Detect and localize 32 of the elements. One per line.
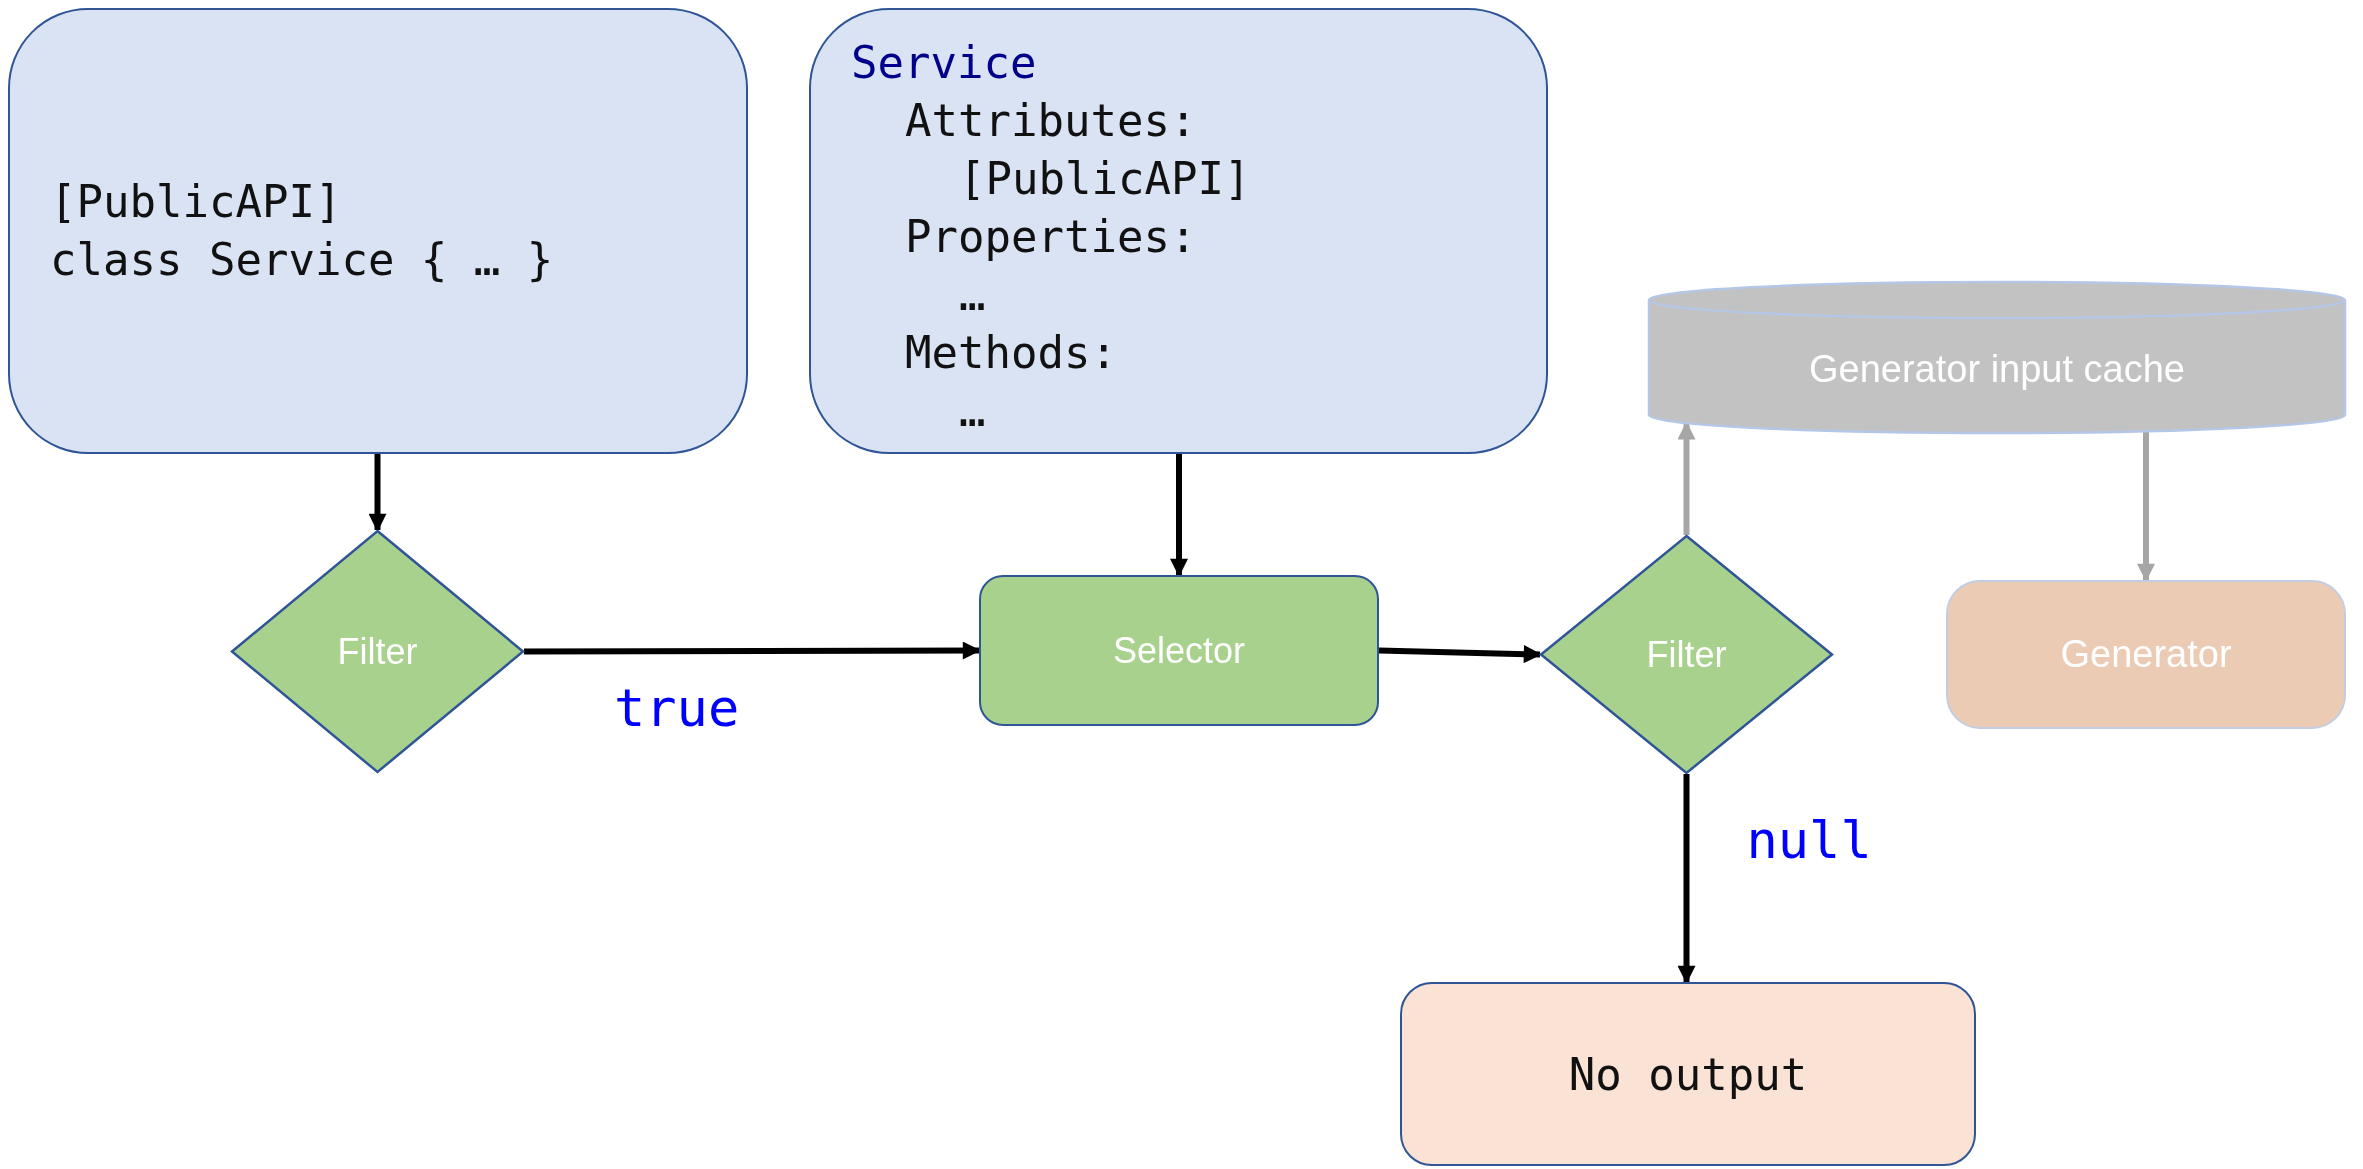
- code-line: class Service { … }: [50, 233, 554, 287]
- code-line: [PublicAPI]: [958, 152, 1251, 206]
- node-label: Generator: [2060, 633, 2232, 676]
- node-label: Generator input cache: [1809, 348, 2185, 391]
- process-box: [979, 575, 1379, 726]
- code-box: [8, 8, 748, 454]
- code-box: [809, 8, 1548, 454]
- decision-diamond: [231, 530, 524, 773]
- code-line: [PublicAPI]: [50, 175, 342, 229]
- edge-label: null: [1746, 814, 1872, 866]
- code-line: Attributes:: [904, 94, 1197, 148]
- node-label: Selector: [1112, 629, 1246, 672]
- decision-diamond: [1540, 535, 1833, 774]
- node-label: No output: [1568, 1048, 1808, 1100]
- cache-cylinder: [1648, 282, 2346, 433]
- node-label: Filter: [1646, 633, 1727, 676]
- arrow: [524, 641, 981, 660]
- arrow: [1170, 454, 1188, 577]
- code-line: …: [958, 268, 986, 322]
- arrow: [2137, 431, 2155, 582]
- arrow: [1677, 421, 1696, 535]
- process-box: [1946, 580, 2346, 729]
- terminal-box: [1400, 982, 1976, 1166]
- arrow: [1677, 774, 1696, 984]
- arrow: [368, 454, 387, 532]
- code-line: Properties:: [904, 210, 1197, 264]
- arrow: [1378, 645, 1542, 664]
- edge-label: true: [614, 681, 740, 734]
- node-label: Filter: [337, 630, 418, 673]
- code-line: …: [958, 384, 986, 438]
- code-line: Methods:: [904, 326, 1117, 380]
- code-line: Service: [851, 36, 1037, 90]
